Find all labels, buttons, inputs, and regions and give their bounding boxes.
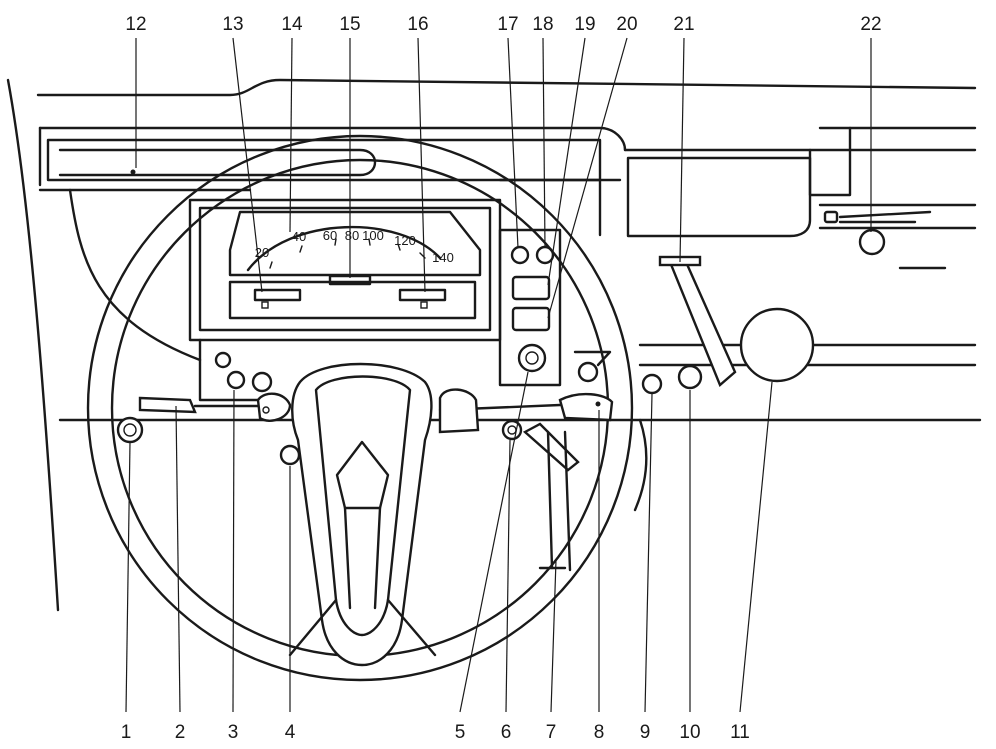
- tick-60: 60: [323, 228, 337, 243]
- glovebox: [626, 126, 977, 270]
- dashboard-shelf: [46, 138, 602, 182]
- lower-panel: [198, 338, 612, 402]
- switch-19[interactable]: [511, 275, 551, 301]
- light-stalk[interactable]: [138, 392, 292, 422]
- steering-hub: [288, 362, 437, 667]
- callout-3: 3: [228, 722, 239, 743]
- ignition-lock[interactable]: [517, 343, 547, 373]
- switch-20[interactable]: [511, 306, 551, 332]
- callout-13: 13: [222, 14, 243, 35]
- tick-80: 80: [345, 228, 359, 243]
- callouts-bottom: 1 2 3 4 5 6 7 8 9 10 11: [121, 722, 750, 743]
- callout-9: 9: [640, 722, 651, 743]
- callout-7: 7: [546, 722, 557, 743]
- handbrake-lever[interactable]: [522, 422, 580, 572]
- dashboard-body: [6, 78, 982, 612]
- callout-8: 8: [594, 722, 605, 743]
- steering-column: [438, 388, 480, 434]
- callouts-top: 12 13 14 15 16 17 18 19 20 21 22: [125, 14, 881, 35]
- pedal-bracket: [633, 373, 663, 512]
- tick-120: 120: [394, 233, 416, 248]
- heater-knob[interactable]: [858, 228, 886, 256]
- callout-4: 4: [285, 722, 296, 743]
- callout-18: 18: [532, 14, 553, 35]
- warning-light-17: [510, 245, 530, 265]
- speedometer-ticks: 20 40 60 80 100 120 140: [255, 228, 454, 265]
- callout-12: 12: [125, 14, 146, 35]
- callout-14: 14: [281, 14, 303, 35]
- callout-15: 15: [339, 14, 360, 35]
- callout-10: 10: [679, 722, 700, 743]
- callout-17: 17: [497, 14, 518, 35]
- callout-20: 20: [616, 14, 637, 35]
- callout-19: 19: [574, 14, 595, 35]
- instrument-cluster: [188, 198, 502, 342]
- callout-16: 16: [407, 14, 428, 35]
- switch-panel: [498, 228, 562, 387]
- tick-100: 100: [362, 228, 384, 243]
- callout-2: 2: [175, 722, 186, 743]
- left-control-knob[interactable]: [116, 416, 144, 444]
- gear-lever[interactable]: [658, 255, 815, 388]
- leader-lines: [125, 37, 872, 713]
- dash-switch-10[interactable]: [677, 364, 703, 390]
- tick-40: 40: [292, 229, 306, 244]
- callout-22: 22: [860, 14, 881, 35]
- callout-11: 11: [730, 722, 750, 743]
- callout-6: 6: [501, 722, 512, 743]
- callout-1: 1: [121, 722, 132, 743]
- callout-21: 21: [673, 14, 694, 35]
- choke-knob[interactable]: [226, 370, 246, 390]
- tick-140: 140: [432, 250, 454, 265]
- gear-knob[interactable]: [739, 307, 815, 383]
- horn-button[interactable]: [501, 419, 523, 441]
- key-lock[interactable]: [279, 444, 301, 466]
- callout-5: 5: [455, 722, 466, 743]
